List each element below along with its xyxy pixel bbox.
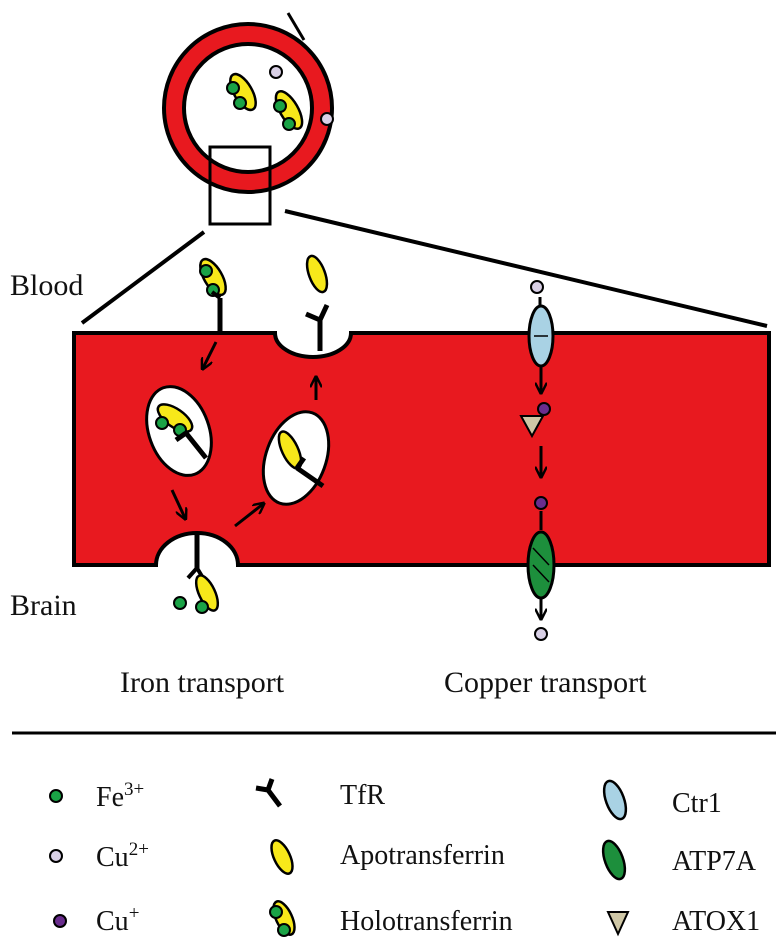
- legend-ctr1: Ctr1: [672, 788, 722, 819]
- arrow-up-right: [234, 504, 263, 528]
- vessel-holotransferrin-1: [226, 72, 257, 112]
- cu1-ion: [537, 402, 551, 416]
- atox1-icon: [606, 911, 630, 937]
- brain-label: Brain: [10, 589, 77, 622]
- abluminal-release: [173, 534, 220, 614]
- legend-tfr: TfR: [340, 780, 385, 811]
- zoom-box: [208, 145, 272, 226]
- atox1-chaperone: [519, 415, 545, 439]
- fe-ion-icon: [49, 789, 63, 803]
- vessel-cu2-ion: [320, 112, 334, 126]
- cu1-ion-icon: [53, 914, 67, 928]
- blood-label: Blood: [10, 269, 83, 302]
- apotransferrin-icon: [270, 839, 294, 875]
- luminal-pit-tfr: [305, 303, 330, 351]
- cu2-ion-blood: [530, 280, 544, 294]
- legend-cu2: Cu2+: [96, 839, 149, 873]
- cu2-ion-brain: [534, 627, 548, 641]
- luminal-holotransferrin-tfr: [199, 257, 227, 334]
- vessel-holotransferrin-2: [273, 90, 304, 131]
- endothelial-cell: [72, 331, 771, 567]
- released-apotransferrin: [305, 254, 329, 294]
- copper-transport-caption: Copper transport: [444, 666, 647, 699]
- vessel-cross-section: [162, 12, 334, 226]
- holotransferrin-icon: [269, 900, 296, 937]
- legend-atox1: ATOX1: [672, 906, 760, 937]
- legend-atp7a: ATP7A: [672, 846, 757, 877]
- tfr-icon: [255, 778, 282, 808]
- iron-transport-caption: Iron transport: [120, 666, 285, 699]
- iron-transport-pathway: [145, 254, 331, 614]
- zoom-line-left: [80, 230, 206, 325]
- vessel-cu2-ion: [269, 65, 283, 79]
- endosome-apotransferrin: [261, 410, 331, 506]
- arrow-down-right: [170, 489, 185, 518]
- zoom-line-right: [284, 209, 768, 328]
- legend-fe: Fe3+: [96, 779, 144, 813]
- cu1-ion: [534, 496, 548, 510]
- atp7a-icon: [601, 839, 627, 881]
- copper-transport-pathway: [519, 280, 556, 641]
- legend: Fe3+ Cu2+ Cu+ TfR Apotransferrin Holotra…: [49, 778, 760, 937]
- legend-cu1: Cu+: [96, 903, 139, 937]
- endosome-holotransferrin: [145, 385, 213, 477]
- ctr1-icon: [602, 779, 628, 821]
- arrow-down-left: [203, 341, 218, 368]
- legend-apotransferrin: Apotransferrin: [340, 840, 505, 871]
- atp7a-transporter: [526, 530, 556, 600]
- cu2-ion-icon: [49, 849, 63, 863]
- legend-holotransferrin: Holotransferrin: [340, 906, 513, 937]
